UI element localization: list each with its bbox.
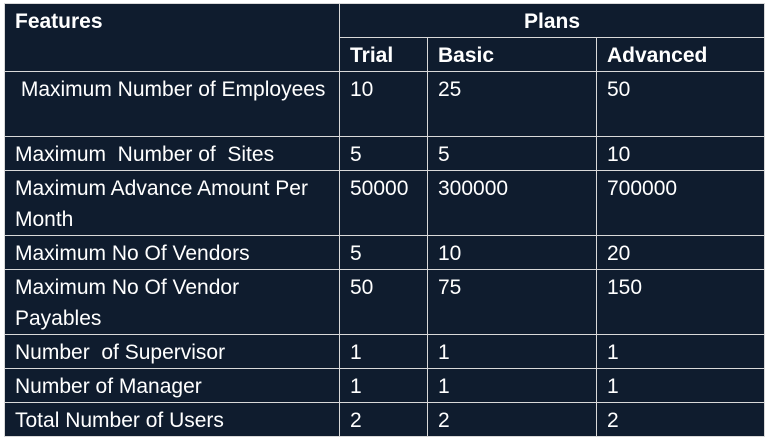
value-cell: 50 [339,269,428,335]
value-cell: 5 [339,136,428,171]
plans-header: Plans [338,3,766,38]
table-row: Total Number of Users 2 2 2 [4,402,766,437]
value-cell: 10 [339,71,428,137]
value-cell: 300000 [427,170,597,236]
value-cell: 150 [595,269,766,335]
feature-cell: Number of Manager [4,368,340,403]
feature-cell: Maximum Number of Employees [4,71,340,137]
value-cell: 25 [427,71,597,137]
plan-basic-header: Basic [427,37,597,72]
feature-cell: Maximum No Of Vendors [4,235,340,270]
value-cell: 5 [427,136,597,171]
plan-trial-header: Trial [339,37,428,72]
value-cell: 2 [339,402,428,437]
features-header: Features [4,3,340,72]
value-cell: 1 [427,334,597,369]
table-row: Number of Supervisor 1 1 1 [4,334,766,369]
value-cell: 700000 [595,170,766,236]
feature-cell: Total Number of Users [4,402,340,437]
value-cell: 50000 [339,170,428,236]
value-cell: 1 [595,368,766,403]
header-row: Features Plans [4,3,766,72]
table-row: Maximum Number of Employees 10 25 50 [4,71,766,137]
value-cell: 50 [595,71,766,137]
value-cell: 75 [427,269,597,335]
plans-table-container: Features Plans Trial Basic Advanced Maxi… [4,3,766,437]
table-row: Maximum No Of Vendor Payables 50 75 150 [4,269,766,335]
value-cell: 1 [427,368,597,403]
table-row: Maximum No Of Vendors 5 10 20 [4,235,766,270]
feature-cell: Maximum Number of Sites [4,136,340,171]
value-cell: 1 [339,368,428,403]
table-row: Number of Manager 1 1 1 [4,368,766,403]
value-cell: 2 [595,402,766,437]
table-row: Maximum Advance Amount Per Month 50000 3… [4,170,766,236]
value-cell: 10 [595,136,766,171]
plans-comparison-table: Features Plans Trial Basic Advanced Maxi… [4,3,766,437]
feature-cell: Number of Supervisor [4,334,340,369]
table-row: Maximum Number of Sites 5 5 10 [4,136,766,171]
feature-cell: Maximum No Of Vendor Payables [4,269,340,335]
value-cell: 2 [427,402,597,437]
value-cell: 5 [339,235,428,270]
plan-names-row: Trial Basic Advanced [5,37,766,72]
value-cell: 1 [595,334,766,369]
value-cell: 10 [427,235,597,270]
value-cell: 20 [595,235,766,270]
plan-advanced-header: Advanced [595,37,766,72]
feature-cell: Maximum Advance Amount Per Month [4,170,340,236]
value-cell: 1 [339,334,428,369]
